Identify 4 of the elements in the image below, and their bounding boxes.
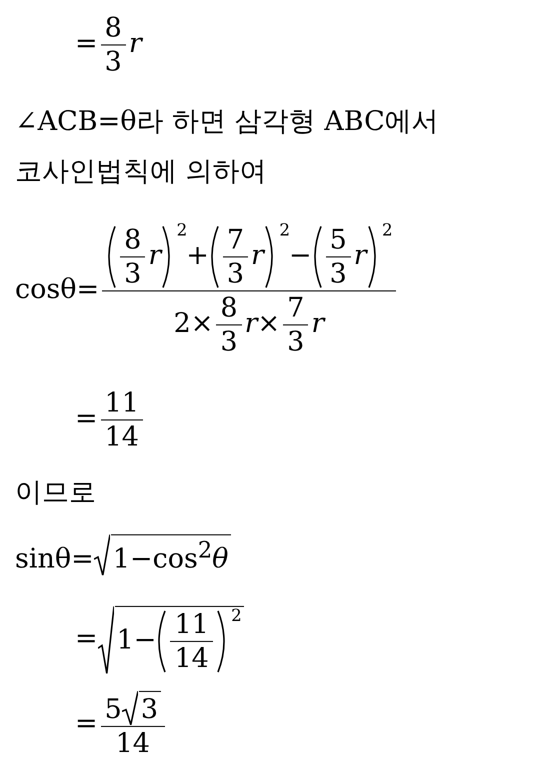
text-line: ∠ACB=θ라 하면 삼각형 ABC에서	[15, 106, 439, 138]
text-line: 이므로	[15, 476, 96, 510]
text-line: 코사인법칙에 의하여	[15, 156, 267, 188]
equation: sinθ= 1−cos$^{2}$θ	[15, 534, 232, 576]
